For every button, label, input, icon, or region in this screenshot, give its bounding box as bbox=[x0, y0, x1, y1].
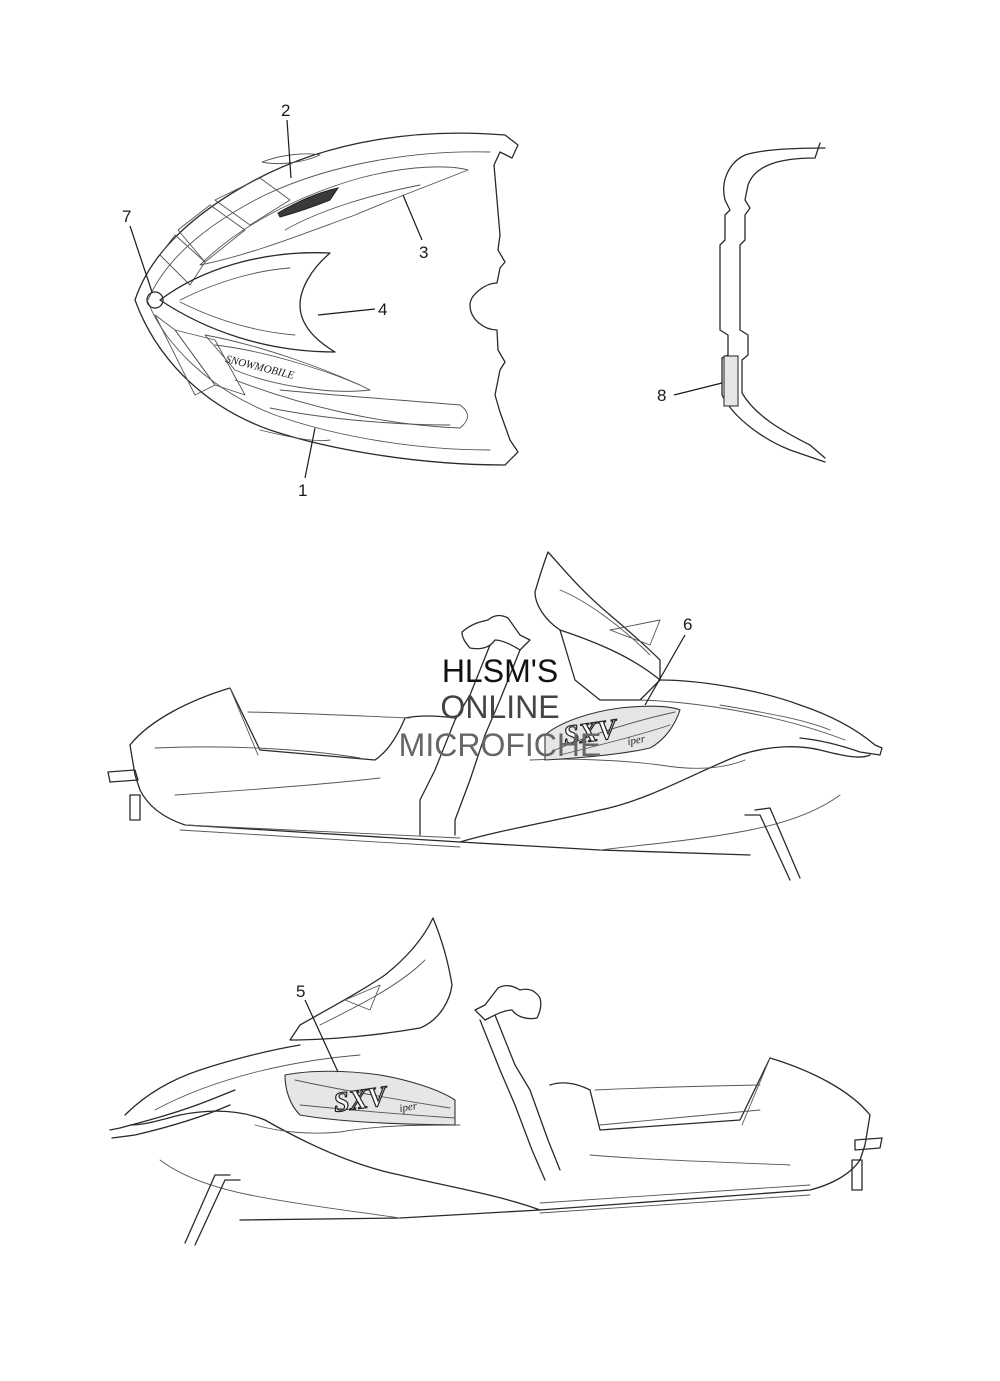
right-decal-logo-sub: iper bbox=[626, 733, 646, 748]
sled-left-side-view: SXV iper 5 bbox=[109, 917, 883, 1246]
side-panel-view: 8 bbox=[657, 142, 826, 463]
callout-1: 1 bbox=[298, 481, 307, 500]
right-side-decal bbox=[544, 705, 681, 761]
hood-side-logo-text: SNOWMOBILE bbox=[224, 353, 295, 382]
callout-7: 7 bbox=[122, 207, 131, 226]
left-side-decal bbox=[284, 1070, 456, 1126]
sled-right-side-view: SXV iper 6 bbox=[107, 551, 883, 881]
callout-4: 4 bbox=[378, 300, 387, 319]
side-panel-decal bbox=[723, 355, 739, 407]
left-decal-logo: SXV bbox=[332, 1081, 391, 1119]
callout-3: 3 bbox=[419, 243, 428, 262]
watermark-line-1: HLSM'S bbox=[442, 653, 558, 689]
callout-6: 6 bbox=[683, 615, 692, 634]
callout-8: 8 bbox=[657, 386, 666, 405]
watermark-line-2: ONLINE bbox=[440, 689, 559, 725]
hood-callouts: 2 3 4 7 1 bbox=[122, 101, 428, 500]
callout-2: 2 bbox=[281, 101, 290, 120]
watermark-line-3: MICROFICHE bbox=[399, 727, 602, 763]
hood-emblem bbox=[146, 291, 164, 309]
callout-5: 5 bbox=[296, 982, 305, 1001]
left-decal-logo-sub: iper bbox=[398, 1100, 418, 1115]
hood-top-view: SNOWMOBILE bbox=[134, 132, 519, 466]
watermark: HLSM'S ONLINE MICROFICHE bbox=[399, 653, 602, 763]
